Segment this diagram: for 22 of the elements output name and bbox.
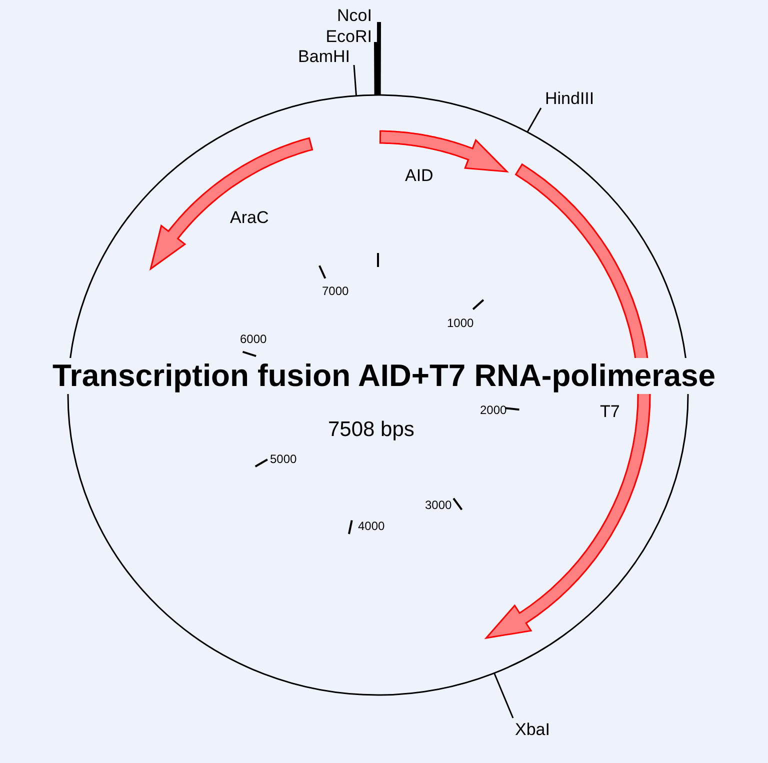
restriction-site-label: NcoI xyxy=(337,6,372,26)
restriction-site-label: BamHI xyxy=(298,47,350,67)
title: Transcription fusion AID+T7 RNA-polimerase xyxy=(52,358,716,394)
scale-label: 2000 xyxy=(480,403,507,417)
feature-label: AraC xyxy=(230,208,269,228)
length-label: 7508 bps xyxy=(328,418,414,442)
restriction-site-label: EcoRI xyxy=(326,27,372,47)
scale-label: 3000 xyxy=(425,498,452,512)
leader-line xyxy=(376,22,381,95)
leader-line xyxy=(374,42,378,96)
scale-label: 1000 xyxy=(447,316,474,330)
restriction-site-label: XbaI xyxy=(515,720,550,740)
restriction-site-label: HindIII xyxy=(545,89,594,109)
feature-label: AID xyxy=(405,166,434,186)
feature-label: T7 xyxy=(600,402,620,422)
scale-label: 7000 xyxy=(322,284,349,298)
leader-line xyxy=(526,108,542,132)
scale-label: 5000 xyxy=(270,452,297,466)
leader-line xyxy=(353,64,357,96)
scale-label: 6000 xyxy=(240,332,267,346)
leader-line xyxy=(494,672,514,718)
scale-label: 4000 xyxy=(358,519,385,533)
